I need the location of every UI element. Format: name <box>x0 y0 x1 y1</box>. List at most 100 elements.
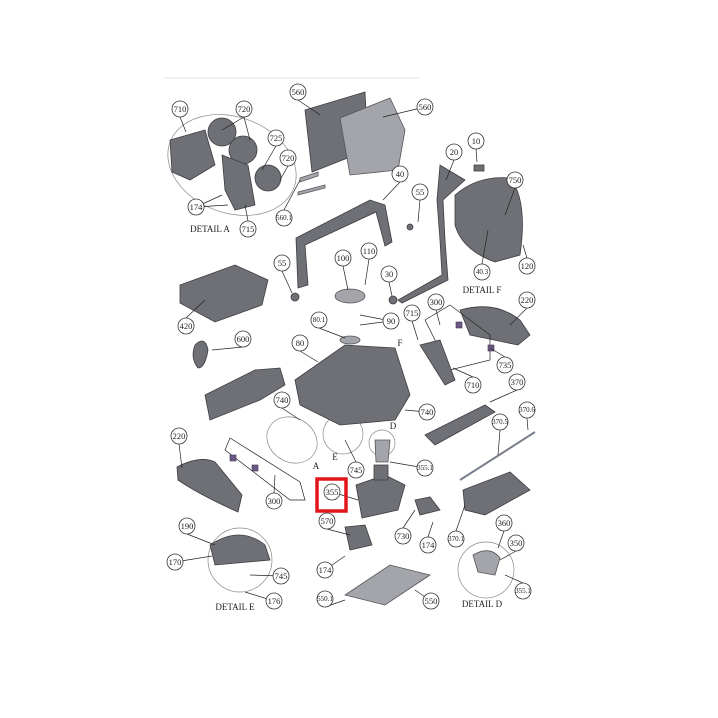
callout-number: 710 <box>174 104 187 114</box>
callout-circle <box>267 129 285 147</box>
part-30 <box>388 295 398 305</box>
callout-circle <box>289 83 307 101</box>
callout-3701: 370.1 <box>447 530 465 548</box>
callout-number: 360 <box>498 518 511 528</box>
callout-circle <box>318 512 336 530</box>
callout-number: 370.1 <box>448 535 464 543</box>
callout-circle <box>347 461 365 479</box>
bushing <box>229 454 237 462</box>
callout-number: 20 <box>450 147 459 157</box>
callout-3705: 370.5 <box>491 413 509 431</box>
callout-710b: 710 <box>464 376 482 394</box>
plate-715 <box>221 154 256 211</box>
part-55b <box>406 223 414 231</box>
callout-circle <box>171 100 189 118</box>
callout-30: 30 <box>380 265 398 283</box>
callout-745a: 745 <box>347 461 365 479</box>
callout-10: 10 <box>467 132 485 150</box>
pins-560-1 <box>297 171 326 196</box>
callout-725: 725 <box>267 129 285 147</box>
callout-715b: 715 <box>403 304 421 322</box>
housing-detail-f <box>454 177 523 263</box>
callout-circle <box>275 209 293 227</box>
callout-circle <box>380 265 398 283</box>
detail-d-outline <box>457 541 515 599</box>
callout-740a: 740 <box>273 391 291 409</box>
detail-d-part <box>472 550 501 576</box>
callout-735: 735 <box>496 356 514 374</box>
roller-370 <box>424 404 496 446</box>
callout-number: 90 <box>387 316 396 326</box>
callout-number: 300 <box>430 297 443 307</box>
detail-a-marker: A <box>313 461 320 471</box>
callout-55b: 55 <box>273 254 291 272</box>
callout-circle <box>507 534 525 552</box>
callout-number: 715 <box>406 308 419 318</box>
callout-circle <box>506 171 524 189</box>
callout-number: 10 <box>472 136 481 146</box>
callout-176: 176 <box>265 592 283 610</box>
callout-circle <box>239 220 257 238</box>
callout-number: 420 <box>180 321 193 331</box>
detail-a-caption: DETAIL A <box>190 224 230 234</box>
detail-e-marker: E <box>332 452 338 462</box>
callout-720b: 720 <box>279 149 297 167</box>
callout-3551a: 355.1 <box>416 459 434 477</box>
part-600 <box>192 340 209 369</box>
callout-circle <box>166 553 184 571</box>
part-100 <box>334 288 366 304</box>
callout-number: 80.1 <box>313 316 326 324</box>
callout-number: 220 <box>173 431 186 441</box>
callout-circle <box>187 198 205 216</box>
detail-e-outline <box>207 527 273 593</box>
callout-circle <box>265 492 283 510</box>
callout-number: 560 <box>419 102 432 112</box>
bushing <box>251 464 259 472</box>
callout-circle <box>418 403 436 421</box>
body-80 <box>294 344 411 426</box>
callout-circle <box>265 592 283 610</box>
highlight-box-355 <box>315 477 348 513</box>
callout-circle <box>291 334 309 352</box>
callout-circle <box>491 413 509 431</box>
callout-number: 600 <box>237 334 250 344</box>
callout-300a: 300 <box>427 293 445 311</box>
callout-circle <box>234 330 252 348</box>
callout-560b: 560 <box>416 98 434 116</box>
callout-55a: 55 <box>411 183 429 201</box>
callout-3706: 370.6 <box>518 401 536 419</box>
callout-circle <box>445 143 463 161</box>
callout-174b: 174 <box>419 536 437 554</box>
roller-370-1 <box>462 471 531 516</box>
callout-170: 170 <box>166 553 184 571</box>
callout-number: 550.1 <box>317 595 333 603</box>
callout-number: 740 <box>276 395 289 405</box>
callout-300b: 300 <box>265 492 283 510</box>
callout-number: 55 <box>416 187 425 197</box>
detail-a-marker-outline <box>266 416 318 464</box>
callout-number: 30 <box>385 269 394 279</box>
callout-20: 20 <box>445 143 463 161</box>
callout-350: 350 <box>507 534 525 552</box>
callout-circle <box>391 165 409 183</box>
side-plate-710 <box>169 129 216 181</box>
callout-403: 40.3 <box>473 263 491 281</box>
callout-number: 80 <box>296 338 305 348</box>
callout-number: 174 <box>190 202 204 212</box>
part-shapes <box>169 91 536 606</box>
callout-circle <box>419 536 437 554</box>
callout-number: 355.1 <box>515 587 531 595</box>
callout-number: 745 <box>275 571 288 581</box>
callout-circle <box>518 401 536 419</box>
callout-circle <box>518 291 536 309</box>
callout-174c: 174 <box>316 561 334 579</box>
callout-circle <box>403 304 421 322</box>
callout-circle <box>411 183 429 201</box>
callout-number: 100 <box>337 253 350 263</box>
callout-circle <box>447 530 465 548</box>
side-cover-220b <box>176 459 243 513</box>
callout-circle <box>316 590 334 608</box>
callout-number: 740 <box>421 407 434 417</box>
callout-number: 355 <box>326 487 339 497</box>
callout-number: 40 <box>396 169 405 179</box>
